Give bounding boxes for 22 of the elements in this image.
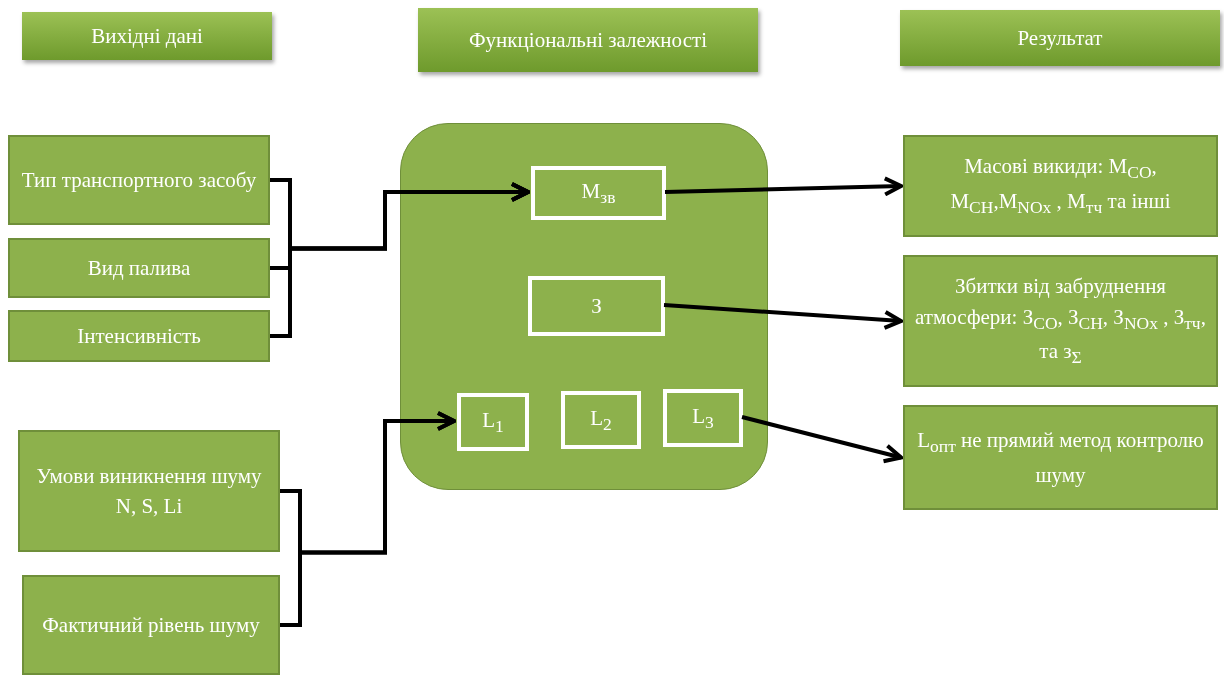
function-box: М$_{зв}$	[531, 166, 666, 220]
function-box: L$_{1}$	[457, 393, 529, 451]
header-box: Вихідні дані	[22, 12, 272, 60]
arrow	[663, 303, 903, 330]
arrow	[270, 182, 530, 338]
function-box: L$_{3}$	[663, 389, 743, 447]
input-box: Інтенсивність	[8, 310, 270, 362]
input-box: Фактичний рівень шуму	[22, 575, 280, 675]
result-box: Масові викиди: М$_{CO}$, М$_{CH}$,М$_{NOx}$ , М$_{тч}$ та інші	[903, 135, 1218, 237]
function-box: L$_{2}$	[561, 391, 641, 449]
result-box: L$_{опт}$ не прямий метод контролю шуму	[903, 405, 1218, 510]
rounded-panel	[400, 123, 768, 490]
function-box: З	[528, 276, 665, 336]
header-box: Функціональні залежності	[418, 8, 758, 72]
input-box: Тип транспортного засобу	[8, 135, 270, 225]
arrow	[280, 411, 456, 627]
result-box: Збитки від забруднення атмосфери: З$_{CO}$, З$_{CH}$, З$_{NOx}$ , З$_{тч}$, та з$_{Σ}$	[903, 255, 1218, 387]
arrow	[741, 415, 903, 464]
input-box: Умови виникнення шуму N, S, Li	[18, 430, 280, 552]
header-box: Результат	[900, 10, 1220, 66]
input-box: Вид палива	[8, 238, 270, 298]
arrow	[664, 176, 903, 197]
